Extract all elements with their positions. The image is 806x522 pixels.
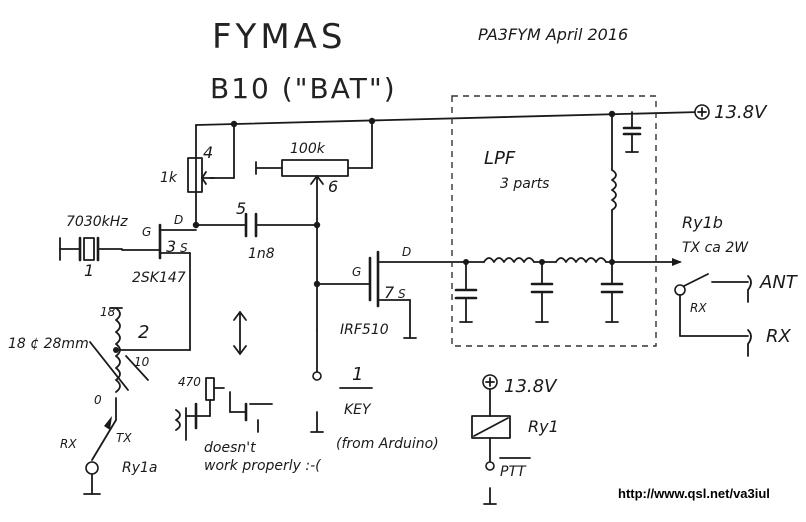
- pot-ref: 6: [328, 177, 338, 196]
- ant-label: ANT: [759, 272, 799, 293]
- osc-source-pin: S: [180, 241, 188, 255]
- rx-label: RX: [766, 326, 792, 347]
- crystal-ref: 1: [84, 261, 94, 280]
- ptt-label: PTT: [500, 464, 527, 480]
- crystal-1: [59, 236, 123, 262]
- relay-contact-a: [83, 416, 117, 495]
- transformer-2: [89, 307, 191, 421]
- osc-fet-ref: 3: [166, 237, 176, 256]
- source-url: http://www.qsl.net/va3iul: [618, 486, 770, 501]
- osc-fet-part: 2SK147: [132, 270, 186, 286]
- osc-gate-pin: G: [142, 225, 151, 239]
- trimmer-ref: 4: [203, 143, 213, 162]
- supply-rail: [195, 104, 710, 226]
- lpf-title: LPF: [484, 148, 516, 169]
- lpf-network: [454, 111, 682, 323]
- pa-source-pin: S: [398, 287, 406, 301]
- key-label: KEY: [344, 402, 372, 418]
- crystal-frequency: 7030kHz: [66, 214, 128, 230]
- ry1b-label: Ry1b: [682, 213, 723, 232]
- turns-tap: 10: [134, 355, 150, 369]
- lpf-note: 3 parts: [500, 176, 549, 192]
- author-date: PA3FYM April 2016: [478, 25, 628, 44]
- coupling-cap-value: 1n8: [248, 246, 275, 262]
- cap-470: 470: [178, 375, 201, 389]
- coupling-cap-ref: 5: [236, 199, 246, 218]
- ry1b-rx: RX: [690, 301, 707, 315]
- lpf-box: [451, 95, 657, 347]
- turns-top: 18: [100, 305, 116, 319]
- pa-drain-pin: D: [402, 245, 411, 259]
- pa-gate-pin: G: [352, 265, 361, 279]
- note-doesnt: doesn't: [204, 440, 256, 456]
- toroid-core: 18 ¢ 28mm: [8, 336, 89, 352]
- note-work-properly: work properly :-(: [204, 458, 321, 474]
- supply-rail-label: 13.8V: [714, 102, 768, 123]
- relay-coil: [471, 374, 511, 505]
- tx-power: TX ca 2W: [682, 240, 749, 256]
- bias-pot-6: [255, 120, 373, 331]
- ry1a-label: Ry1a: [122, 460, 158, 476]
- osc-drain-pin: D: [174, 213, 183, 227]
- key-number: 1: [352, 364, 363, 385]
- coupling-cap-5: [244, 212, 321, 238]
- subtitle-b10: B10 ("BAT"): [210, 72, 397, 105]
- double-arrow-icon: [233, 311, 247, 355]
- relay-supply-label: 13.8V: [504, 376, 558, 397]
- trimmer-value: 1k: [160, 170, 178, 186]
- experimental-subcircuit: [175, 377, 273, 441]
- relay-coil-label: Ry1: [528, 417, 559, 436]
- key-source: (from Arduino): [336, 436, 439, 452]
- pot-value: 100k: [290, 141, 326, 157]
- oscillator-fet: [121, 221, 247, 351]
- trimmer-4: [187, 157, 215, 193]
- relay-contact-b: [674, 273, 752, 357]
- pa-fet-ref: 7: [384, 283, 395, 302]
- pa-gate-wiring: [310, 280, 371, 433]
- ry1a-tx: TX: [116, 431, 132, 445]
- ry1a-rx: RX: [60, 437, 77, 451]
- title-fymas: FYMAS: [212, 17, 347, 57]
- pa-fet-part: IRF510: [340, 322, 389, 338]
- transformer-ref: 2: [138, 322, 149, 343]
- turns-bottom: 0: [94, 393, 102, 407]
